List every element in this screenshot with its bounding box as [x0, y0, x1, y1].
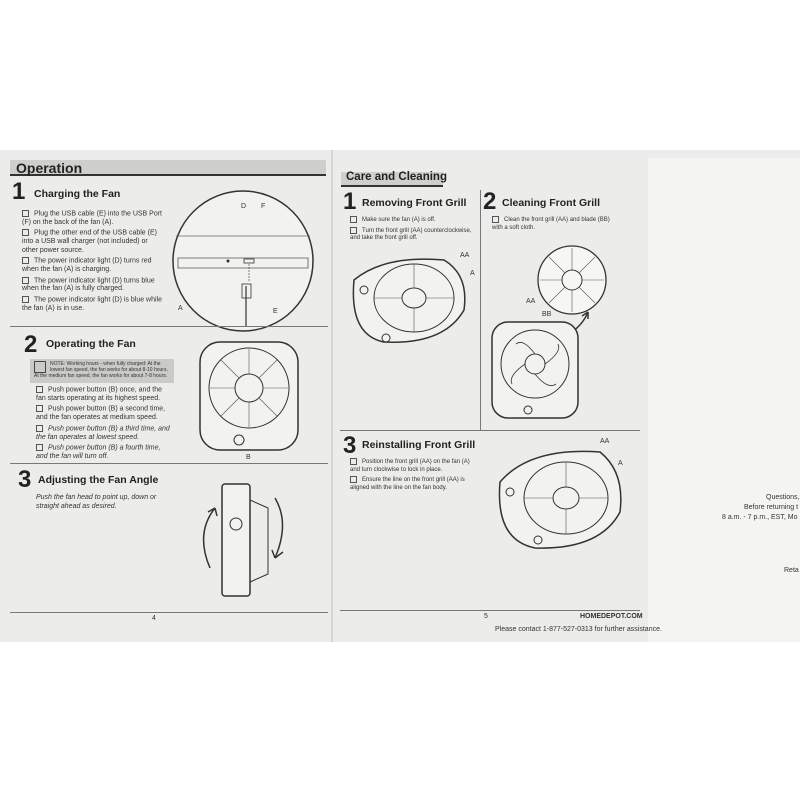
contact-line: Please contact 1-877-527-0313 for furthe…: [495, 626, 662, 633]
care-header-band: [341, 172, 443, 187]
list-item: Push power button (B) a third time, and …: [36, 424, 170, 441]
divider: [340, 430, 640, 431]
fan-front-illustration: [199, 341, 299, 451]
label-aa: AA: [600, 438, 610, 445]
care-step-2-bullets: Clean the front grill (AA) and blade (BB…: [492, 216, 620, 232]
page-number-right: 5: [484, 613, 488, 620]
fan-charging-illustration: [172, 190, 314, 332]
label-bb: BB: [542, 311, 552, 318]
label-b: B: [246, 454, 251, 461]
background-top: [0, 0, 800, 158]
list-item: Turn the front grill (AA) counterclockwi…: [350, 226, 472, 242]
care-section-title: Care and Cleaning: [346, 171, 447, 183]
footer-line: [10, 612, 328, 613]
list-item: Clean the front grill (AA) and blade (BB…: [492, 216, 610, 231]
label-d: D: [241, 203, 247, 210]
note-icon: [34, 361, 46, 373]
care-step-3-bullets: Position the front grill (AA) on the fan…: [350, 458, 478, 492]
list-item: Ensure the line on the front grill (AA) …: [350, 476, 465, 491]
site-name: HOMEDEPOT.COM: [580, 613, 643, 620]
step-3-title: Adjusting the Fan Angle: [38, 474, 159, 486]
list-item: Push power button (B) a second time, and…: [36, 405, 166, 422]
clean-grill-illustration: [491, 245, 607, 419]
partial-text: 8 a.m. - 7 p.m., EST, Mo: [722, 514, 798, 521]
list-item: Push power button (B) once, and the fan …: [36, 386, 163, 402]
next-page-sheet: [648, 158, 800, 642]
page-fold: [331, 150, 333, 642]
label-a: A: [178, 305, 183, 312]
label-aa: AA: [460, 252, 470, 259]
note-box: NOTE: Working hours - when fully charged…: [30, 359, 174, 383]
partial-text: Questions,: [766, 494, 800, 501]
footer-line: [340, 610, 640, 611]
step-1-title: Charging the Fan: [34, 188, 121, 200]
care-step-2-number: 2: [483, 188, 497, 215]
list-item: Plug the USB cable (E) into the USB Port…: [22, 210, 163, 226]
list-item: Position the front grill (AA) on the fan…: [350, 458, 470, 473]
care-step-3-title: Reinstalling Front Grill: [362, 439, 476, 451]
care-step-1-title: Removing Front Grill: [362, 197, 467, 209]
operation-section-title: Operation: [16, 160, 83, 176]
care-step-1-number: 1: [343, 188, 357, 215]
step-3-bullets: Push the fan head to point up, down or s…: [36, 494, 166, 511]
divider: [480, 190, 481, 430]
care-step-3-number: 3: [343, 432, 357, 459]
list-item: Plug the other end of the USB cable (E) …: [22, 229, 157, 254]
label-f: F: [261, 203, 266, 210]
label-a: A: [618, 460, 623, 467]
operation-header-band: [10, 160, 326, 176]
list-item: Push power button (B) a fourth time, and…: [36, 444, 161, 460]
list-item: The power indicator light (D) turns red …: [22, 257, 152, 274]
care-step-2-title: Cleaning Front Grill: [502, 197, 601, 209]
background-bottom: [0, 640, 800, 800]
step-3-number: 3: [18, 466, 32, 493]
list-item: The power indicator light (D) turns blue…: [22, 276, 155, 293]
partial-text: Before returning t: [744, 504, 799, 511]
list-item: Make sure the fan (A) is off.: [350, 216, 474, 225]
fan-angle-illustration: [202, 483, 284, 597]
label-a: A: [470, 270, 475, 277]
step-1-bullets: Plug the USB cable (E) into the USB Port…: [22, 210, 164, 313]
step-2-title: Operating the Fan: [46, 338, 136, 350]
label-aa: AA: [526, 298, 536, 305]
reinstall-grill-illustration: [498, 450, 622, 549]
divider: [10, 326, 328, 327]
divider: [10, 463, 328, 464]
page-number-left: 4: [152, 615, 156, 622]
care-step-1-bullets: Make sure the fan (A) is off. Turn the f…: [350, 216, 474, 243]
label-e: E: [273, 308, 278, 315]
partial-text: Reta: [784, 567, 799, 574]
note-text: NOTE: Working hours - when fully charged…: [34, 361, 168, 379]
list-item: Push the fan head to point up, down or s…: [36, 494, 157, 510]
step-1-number: 1: [12, 178, 26, 205]
list-item: The power indicator light (D) is blue wh…: [22, 295, 162, 312]
step-2-number: 2: [24, 331, 38, 358]
step-2-bullets: Push power button (B) once, and the fan …: [36, 386, 170, 461]
remove-grill-illustration: [352, 258, 466, 343]
